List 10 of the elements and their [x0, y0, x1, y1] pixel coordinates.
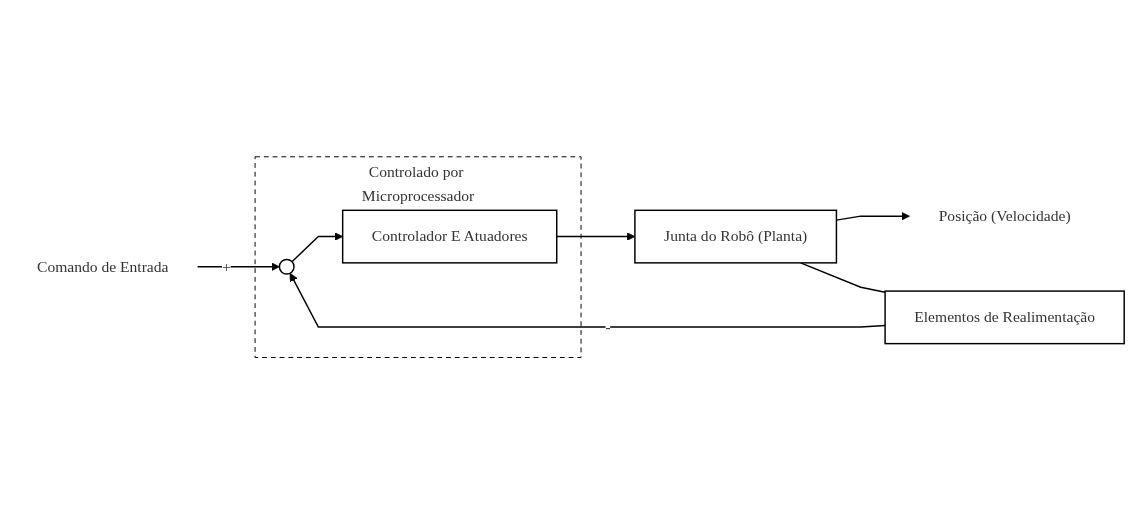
node-text: Posição (Velocidade)	[938, 207, 1071, 224]
arrow	[289, 272, 886, 328]
edge-label: -	[605, 318, 611, 335]
node-box: Controlador E Atuadores	[341, 209, 558, 264]
node-text: Comando de Entrada	[37, 257, 169, 275]
node-box: Elementos de Realimentação	[884, 290, 1125, 345]
node-box: Junta do Robô (Planta)	[634, 209, 838, 264]
edge-label: +	[221, 257, 231, 275]
node-circle	[278, 258, 295, 275]
arrow	[196, 262, 280, 271]
